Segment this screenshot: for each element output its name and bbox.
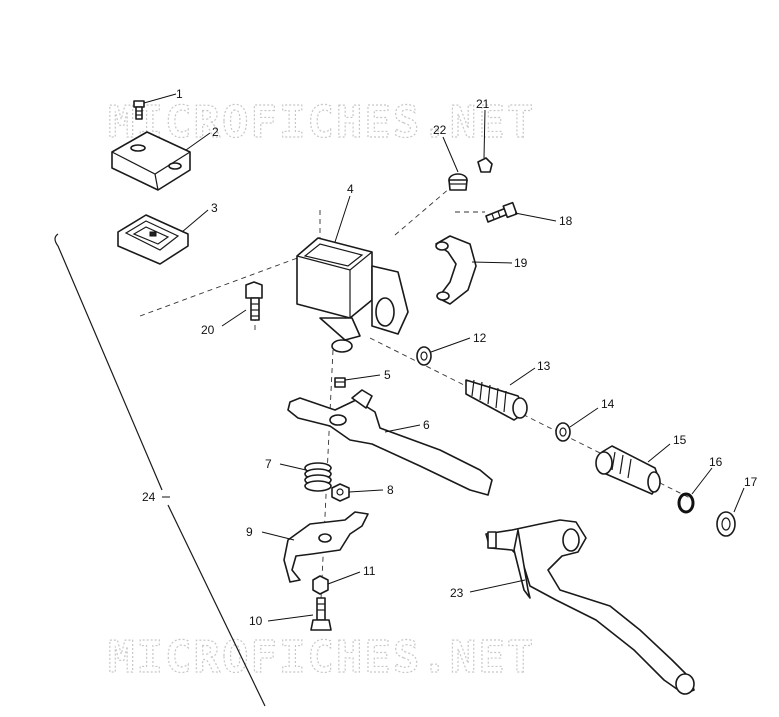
- part-7-spring: [304, 462, 332, 492]
- callout-24: 24: [142, 490, 156, 504]
- part-2-reservoir-cover: [111, 131, 191, 191]
- assembly-bracket: [54, 233, 266, 707]
- callout-18: 18: [559, 214, 573, 228]
- part-18-bolt: [485, 201, 518, 223]
- part-4-master-cylinder: [296, 237, 409, 353]
- part-13-boot: [465, 379, 528, 421]
- callout-12: 12: [473, 331, 487, 345]
- part-14-washer: [555, 422, 571, 442]
- callout-17: 17: [744, 475, 758, 489]
- part-12-washer: [416, 346, 432, 366]
- callout-16: 16: [709, 455, 723, 469]
- callout-14: 14: [601, 397, 615, 411]
- part-6-brake-lever: [287, 389, 493, 496]
- part-22-bleeder: [448, 173, 468, 191]
- callout-10: 10: [249, 614, 263, 628]
- watermark-top: MICROFICHES.NET: [108, 97, 535, 148]
- part-23-clutch-lever: [485, 519, 695, 695]
- part-3-diaphragm: [117, 214, 189, 265]
- part-1-screw: [133, 100, 145, 120]
- callout-1: 1: [176, 87, 183, 101]
- callout-11: 11: [363, 564, 376, 578]
- part-20-bolt: [245, 281, 263, 321]
- part-17-washer: [716, 511, 736, 537]
- callout-15: 15: [673, 433, 687, 447]
- part-9-bracket: [283, 511, 369, 583]
- callout-labels: 1 2 3 4 5 6 7 8 9 10 11 12 13 14 15 16 1…: [142, 87, 758, 628]
- part-16-o-ring: [677, 492, 695, 514]
- callout-2: 2: [212, 125, 219, 139]
- callout-5: 5: [384, 368, 391, 382]
- callout-23: 23: [450, 586, 464, 600]
- part-8-nut: [331, 483, 350, 502]
- part-21-nut: [477, 157, 493, 173]
- watermark-bottom: MICROFICHES.NET: [108, 632, 535, 683]
- part-10-bolt: [310, 597, 332, 631]
- callout-8: 8: [387, 483, 394, 497]
- part-19-clamp: [435, 235, 477, 305]
- callout-22: 22: [433, 123, 447, 137]
- part-5-nut: [334, 377, 346, 388]
- part-11-nut: [312, 575, 329, 595]
- callout-9: 9: [246, 525, 253, 539]
- callout-19: 19: [514, 256, 528, 270]
- callout-21: 21: [476, 97, 490, 111]
- callout-13: 13: [537, 359, 551, 373]
- callout-7: 7: [265, 457, 272, 471]
- leader-lines: [143, 93, 745, 622]
- part-15-piston: [595, 445, 661, 495]
- callout-3: 3: [211, 201, 218, 215]
- callout-4: 4: [347, 182, 354, 196]
- callout-20: 20: [201, 323, 215, 337]
- callout-6: 6: [423, 418, 430, 432]
